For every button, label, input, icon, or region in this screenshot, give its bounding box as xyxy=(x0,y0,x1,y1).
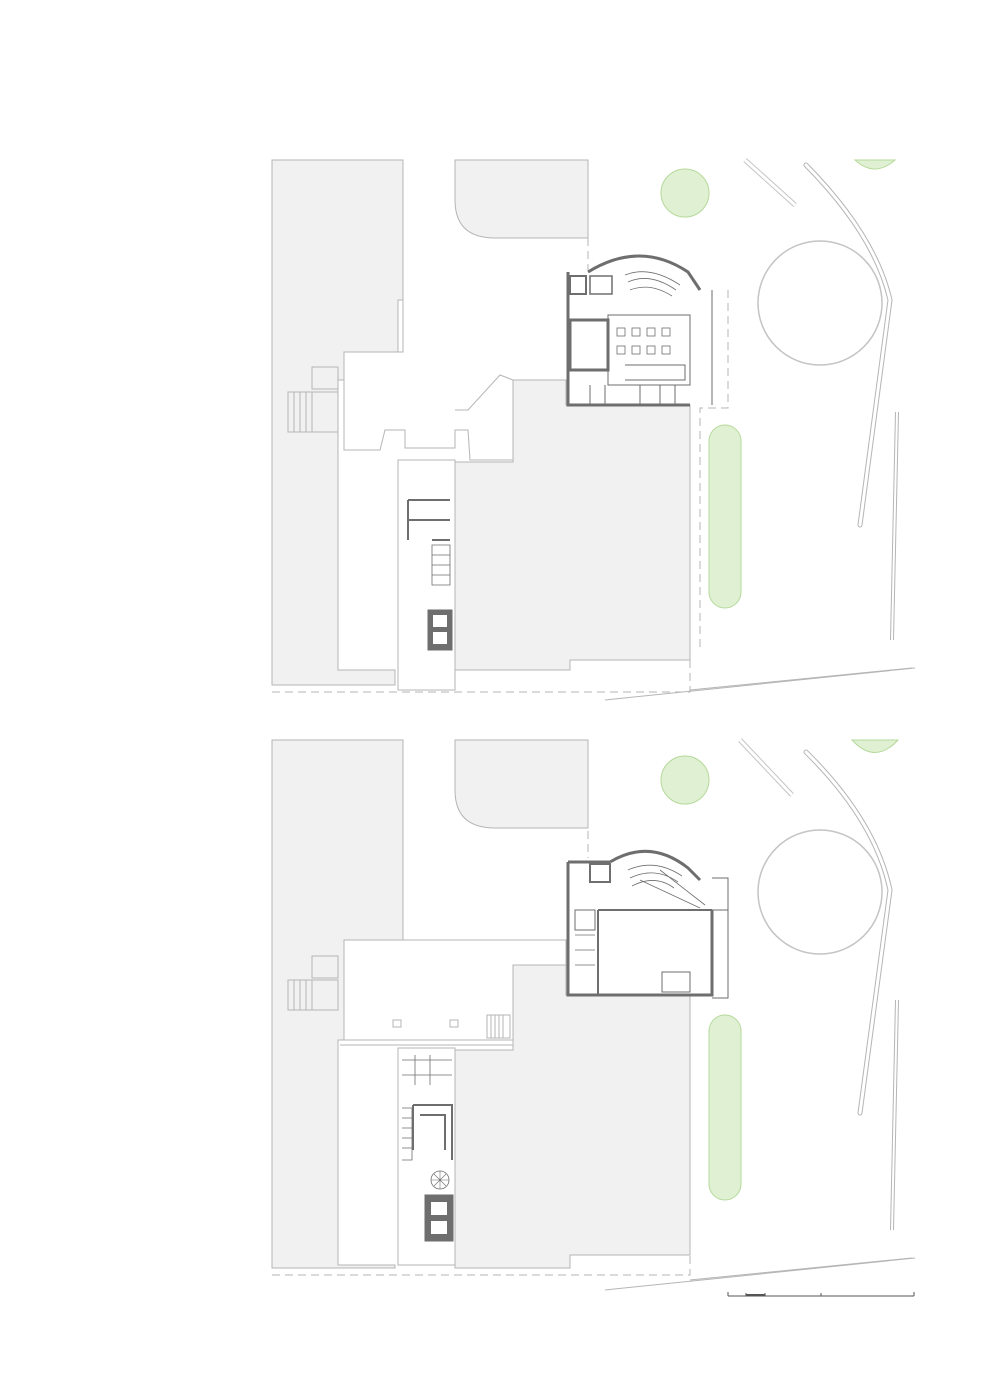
lower-floor-plan xyxy=(271,738,916,1291)
lower-curved-facade xyxy=(609,849,702,882)
upper-lift xyxy=(569,275,587,295)
upper-tree-north xyxy=(660,168,710,218)
upper-lift-west xyxy=(311,366,339,390)
upper-diagonal-path-inner xyxy=(743,158,797,207)
lower-diagonal-path-inner xyxy=(738,738,794,797)
lower-entrance-diagonals xyxy=(639,869,706,909)
lower-lift xyxy=(589,863,611,883)
upper-kitchen-outline xyxy=(607,314,691,386)
upper-north-courtyard-building xyxy=(454,159,589,239)
lower-passage-rooms xyxy=(402,1055,452,1085)
upper-passage-outline xyxy=(397,459,456,691)
lower-tree-north xyxy=(660,755,710,805)
upper-passage-lift-car-2 xyxy=(433,632,447,644)
lower-tree-corner xyxy=(850,739,900,753)
upper-east-dash-boundary xyxy=(699,290,729,650)
lower-ground-outlines xyxy=(272,740,916,1291)
upper-stair-west xyxy=(287,391,339,433)
lower-roundabout xyxy=(757,829,883,955)
lower-passage-stair xyxy=(402,1107,413,1161)
upper-lane-outline xyxy=(343,300,514,461)
lower-passage-lift-car-1 xyxy=(431,1202,447,1215)
upper-outer-wall xyxy=(566,272,690,407)
lower-passage-walls xyxy=(412,1104,453,1160)
upper-floor-plan xyxy=(271,158,916,701)
lower-neighbour-buildings xyxy=(271,739,691,1269)
lower-north-courtyard-building xyxy=(454,739,589,829)
lower-lift-west xyxy=(311,955,339,979)
upper-passage-stair xyxy=(431,544,451,586)
lower-site-boundary xyxy=(272,998,691,1276)
lower-passage-lift-core xyxy=(424,1194,454,1242)
upper-neighbour-buildings xyxy=(271,159,691,686)
upper-curved-facade xyxy=(587,254,702,291)
upper-bar-counter xyxy=(625,364,686,381)
lower-courtyard-opening-2 xyxy=(449,1019,459,1028)
upper-wc-partitions xyxy=(589,385,676,405)
lower-stair-west xyxy=(287,979,339,1011)
scale-bar-segment xyxy=(746,1294,765,1296)
lower-curved-stair xyxy=(627,864,683,889)
upper-east-block xyxy=(454,379,691,671)
upper-ground-outlines xyxy=(272,160,916,701)
upper-street-edge xyxy=(604,667,916,701)
scale-bar xyxy=(727,1292,915,1297)
lower-stair-core xyxy=(574,909,596,931)
lower-street-edge xyxy=(604,1257,916,1291)
lower-planter xyxy=(708,1014,742,1201)
upper-landscape xyxy=(660,158,899,641)
upper-site-boundary xyxy=(272,410,691,693)
lower-east-block xyxy=(454,964,691,1269)
lower-curved-kerb xyxy=(803,749,893,1116)
lower-outer-wall xyxy=(566,860,714,997)
upper-roundabout xyxy=(757,240,883,366)
lower-spiral-stair-treads xyxy=(431,1171,449,1189)
upper-east-kerb-inner xyxy=(891,411,898,641)
lower-passage-outline xyxy=(397,1047,456,1266)
upper-core-room xyxy=(568,318,610,372)
lower-courtyard-opening-1 xyxy=(392,1019,402,1028)
upper-stair-core xyxy=(589,275,613,295)
lower-passage-lift-car-2 xyxy=(431,1221,447,1234)
upper-passage-walls xyxy=(407,499,450,541)
lower-courtyard-stair xyxy=(486,1014,511,1039)
lower-street-edge-2 xyxy=(689,1257,913,1281)
lower-courtyard-outline xyxy=(343,939,567,1041)
upper-dining-tables xyxy=(616,327,671,355)
lower-inner-room xyxy=(597,909,712,995)
lower-wc-partitions xyxy=(575,934,595,966)
lower-landscape xyxy=(660,738,900,1231)
lower-glazed-facade xyxy=(712,877,729,999)
lower-building-plan xyxy=(402,849,729,1242)
upper-curved-stair xyxy=(624,271,681,297)
upper-tree-corner xyxy=(853,159,897,170)
upper-planter xyxy=(708,424,742,609)
upper-passage-lift-car-1 xyxy=(433,615,447,627)
upper-building-plan xyxy=(407,254,713,651)
upper-curved-kerb-inner xyxy=(804,163,892,527)
lower-curved-kerb-inner xyxy=(804,750,892,1115)
lower-riser xyxy=(661,971,691,993)
lower-east-kerb-inner xyxy=(891,999,898,1231)
upper-street-edge-2 xyxy=(689,667,913,691)
upper-curved-kerb xyxy=(803,162,893,528)
